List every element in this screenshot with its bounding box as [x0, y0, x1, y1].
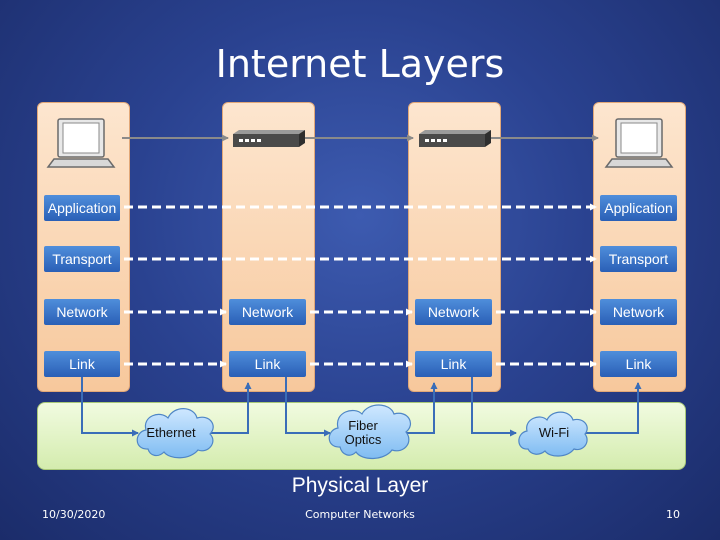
- left-application-box: Application: [44, 195, 120, 221]
- footer-title: Computer Networks: [305, 508, 415, 521]
- physical-layer-label: Physical Layer: [291, 474, 429, 497]
- right-transport-box: Transport: [600, 246, 677, 272]
- left-network-box: Network: [44, 299, 120, 325]
- fiber-optics-label-line2: Optics: [344, 432, 382, 447]
- cloud-icon: [136, 408, 214, 459]
- left-link-box: Link: [44, 351, 120, 377]
- fiber-optics-label: Fiber Optics: [328, 419, 398, 447]
- cloud-icon: [328, 404, 411, 460]
- router2-network-box: Network: [415, 299, 492, 325]
- router2-link-box: Link: [415, 351, 492, 377]
- router-icon: [419, 130, 491, 147]
- footer-date: 10/30/2020: [42, 508, 106, 521]
- cloud-icon: [518, 411, 588, 457]
- ethernet-label: Ethernet: [146, 425, 196, 440]
- peer-arrows: [124, 203, 597, 368]
- router-icon: [233, 130, 305, 147]
- slide-title: Internet Layers: [215, 42, 505, 86]
- slide-number: 10: [666, 508, 680, 521]
- physical-connectors: [81, 377, 642, 437]
- right-application-box: Application: [600, 195, 677, 221]
- right-network-box: Network: [600, 299, 677, 325]
- computer-icon: [46, 118, 116, 168]
- router1-link-box: Link: [229, 351, 306, 377]
- right-router-column: [408, 102, 501, 392]
- left-router-column: [222, 102, 315, 392]
- fiber-optics-label-line1: Fiber: [348, 418, 378, 433]
- wifi-label: Wi-Fi: [538, 425, 570, 440]
- right-link-box: Link: [600, 351, 677, 377]
- router1-network-box: Network: [229, 299, 306, 325]
- computer-icon: [604, 118, 674, 168]
- left-transport-box: Transport: [44, 246, 120, 272]
